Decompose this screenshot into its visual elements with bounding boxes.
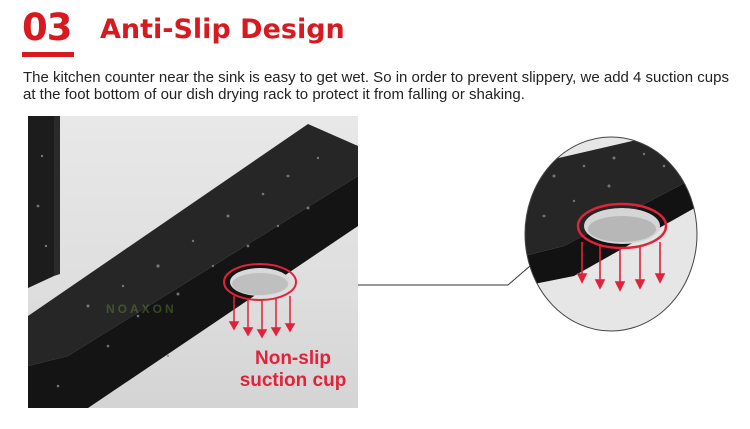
caption-line-1: Non-slip [255, 348, 331, 369]
product-photo: NOAXON Non-slip suction cup [28, 116, 358, 408]
rack-foot-illustration [28, 116, 358, 408]
caption-line-2: suction cup [239, 370, 347, 391]
zoom-illustration [524, 136, 698, 332]
description-text: The kitchen counter near the sink is eas… [23, 69, 729, 103]
brand-watermark: NOAXON [106, 302, 177, 316]
suction-cup-caption: Non-slip suction cup [218, 348, 358, 392]
section-title: Anti-Slip Design [100, 14, 345, 45]
section-number: 03 [22, 6, 72, 49]
zoom-detail-circle [524, 136, 698, 332]
section-number-underline [22, 52, 74, 57]
